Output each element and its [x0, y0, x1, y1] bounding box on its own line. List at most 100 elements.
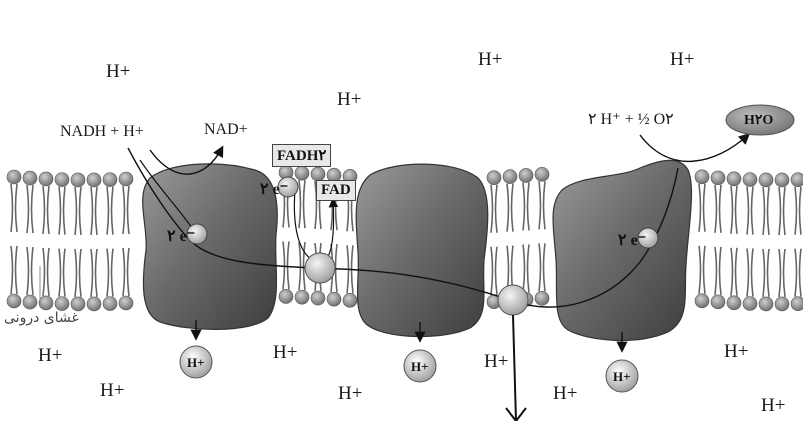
- oxygen-reaction-label: ۲ H⁺ + ½ O۲: [588, 112, 674, 128]
- phospholipid-head: [775, 297, 789, 311]
- proton-label: H+: [484, 352, 508, 371]
- phospholipid-head: [103, 173, 117, 187]
- phospholipid-tail: [795, 249, 801, 297]
- water-label: H۲O: [744, 112, 773, 129]
- phospholipid-tail: [715, 185, 721, 233]
- phospholipid-tail: [699, 184, 705, 232]
- proton-label: H+: [670, 50, 694, 69]
- phospholipid-tail: [763, 249, 769, 297]
- phospholipid-tail: [75, 187, 81, 235]
- phospholipid-head: [103, 297, 117, 311]
- phospholipid-tail: [107, 187, 113, 235]
- phospholipid-tail: [11, 184, 17, 232]
- phospholipid-head: [55, 297, 69, 311]
- cytochrome-c-carrier: [498, 285, 528, 315]
- proton-text: H+: [761, 395, 785, 416]
- phospholipid-head: [311, 291, 325, 305]
- ubiquinone-carrier: [305, 253, 335, 283]
- proton-text: H+: [478, 49, 502, 70]
- phospholipid-tail: [123, 186, 129, 234]
- complex-i-protein: [143, 164, 278, 330]
- nad-plus-label: NAD+: [204, 122, 248, 138]
- phospholipid-tail: [59, 249, 65, 297]
- pumped-proton-label: H+: [613, 369, 631, 385]
- phospholipid-head: [71, 173, 85, 187]
- phospholipid-tail: [539, 181, 545, 229]
- phospholipid-head: [119, 172, 133, 186]
- proton-label: H+: [106, 62, 130, 81]
- phospholipid-head: [487, 171, 501, 185]
- electron-label-complex-iv: ۲ e⁻: [618, 230, 646, 250]
- phospholipid-head: [791, 297, 803, 311]
- phospholipid-tail: [75, 249, 81, 297]
- proton-text: H+: [484, 351, 508, 372]
- phospholipid-tail: [27, 247, 33, 295]
- proton-label: H+: [761, 396, 785, 415]
- phospholipid-head: [759, 173, 773, 187]
- phospholipid-head: [39, 296, 53, 310]
- proton-text: H+: [724, 341, 748, 362]
- proton-text: H+: [38, 345, 62, 366]
- phospholipid-tail: [91, 249, 97, 297]
- phospholipid-head: [759, 297, 773, 311]
- proton-text: H+: [338, 383, 362, 404]
- phospholipid-head: [119, 296, 133, 310]
- water-formation-arrow: [640, 135, 748, 161]
- phospholipid-tail: [27, 185, 33, 233]
- phospholipid-head: [535, 167, 549, 181]
- proton-label: H+: [100, 381, 124, 400]
- phospholipid-tail: [91, 187, 97, 235]
- phospholipid-head: [87, 173, 101, 187]
- fadh2-box: FADH۲: [272, 144, 331, 167]
- nadh-reaction-label: NADH + H+: [60, 124, 144, 140]
- pumped-proton-label: H+: [187, 355, 205, 371]
- phospholipid-head: [295, 166, 309, 180]
- phospholipid-tail: [491, 247, 497, 295]
- phospholipid-tail: [539, 243, 545, 291]
- phospholipid-head: [711, 171, 725, 185]
- phospholipid-tail: [763, 187, 769, 235]
- phospholipid-tail: [699, 246, 705, 294]
- phospholipid-tail: [523, 244, 529, 292]
- complex-iv-protein: [553, 160, 691, 340]
- proton-label: H+: [553, 384, 577, 403]
- phospholipid-tail: [491, 185, 497, 233]
- phospholipid-head: [87, 297, 101, 311]
- phospholipid-head: [503, 170, 517, 184]
- phospholipid-tail: [123, 248, 129, 296]
- phospholipid-head: [743, 297, 757, 311]
- phospholipid-tail: [283, 241, 289, 289]
- phospholipid-head: [311, 167, 325, 181]
- phospholipid-head: [727, 172, 741, 186]
- proton-label: H+: [273, 343, 297, 362]
- fad-box: FAD: [316, 180, 356, 201]
- phospholipid-head: [343, 293, 357, 307]
- phospholipid-tail: [747, 187, 753, 235]
- phospholipid-tail: [299, 242, 305, 290]
- phospholipid-head: [711, 295, 725, 309]
- proton-text: H+: [670, 49, 694, 70]
- phospholipid-head: [695, 170, 709, 184]
- phospholipid-tail: [747, 249, 753, 297]
- proton-text: H+: [100, 380, 124, 401]
- phospholipid-tail: [715, 247, 721, 295]
- proton-label: H+: [724, 342, 748, 361]
- phospholipid-head: [535, 291, 549, 305]
- pumped-proton-label: H+: [411, 359, 429, 375]
- phospholipid-tail: [299, 180, 305, 228]
- proton-text: H+: [273, 342, 297, 363]
- inner-membrane-label: غشای درونی: [4, 310, 79, 326]
- proton-label: H+: [338, 384, 362, 403]
- phospholipid-tail: [795, 187, 801, 235]
- downward-arrow-line: [513, 315, 516, 421]
- phospholipid-head: [7, 170, 21, 184]
- proton-label: H+: [337, 90, 361, 109]
- phospholipid-head: [23, 295, 37, 309]
- phospholipid-tail: [507, 184, 513, 232]
- proton-text: H+: [337, 89, 361, 110]
- electron-label-fadh2: ۲ e⁻: [260, 179, 288, 199]
- proton-label: H+: [478, 50, 502, 69]
- phospholipid-tail: [779, 187, 785, 235]
- phospholipid-tail: [59, 187, 65, 235]
